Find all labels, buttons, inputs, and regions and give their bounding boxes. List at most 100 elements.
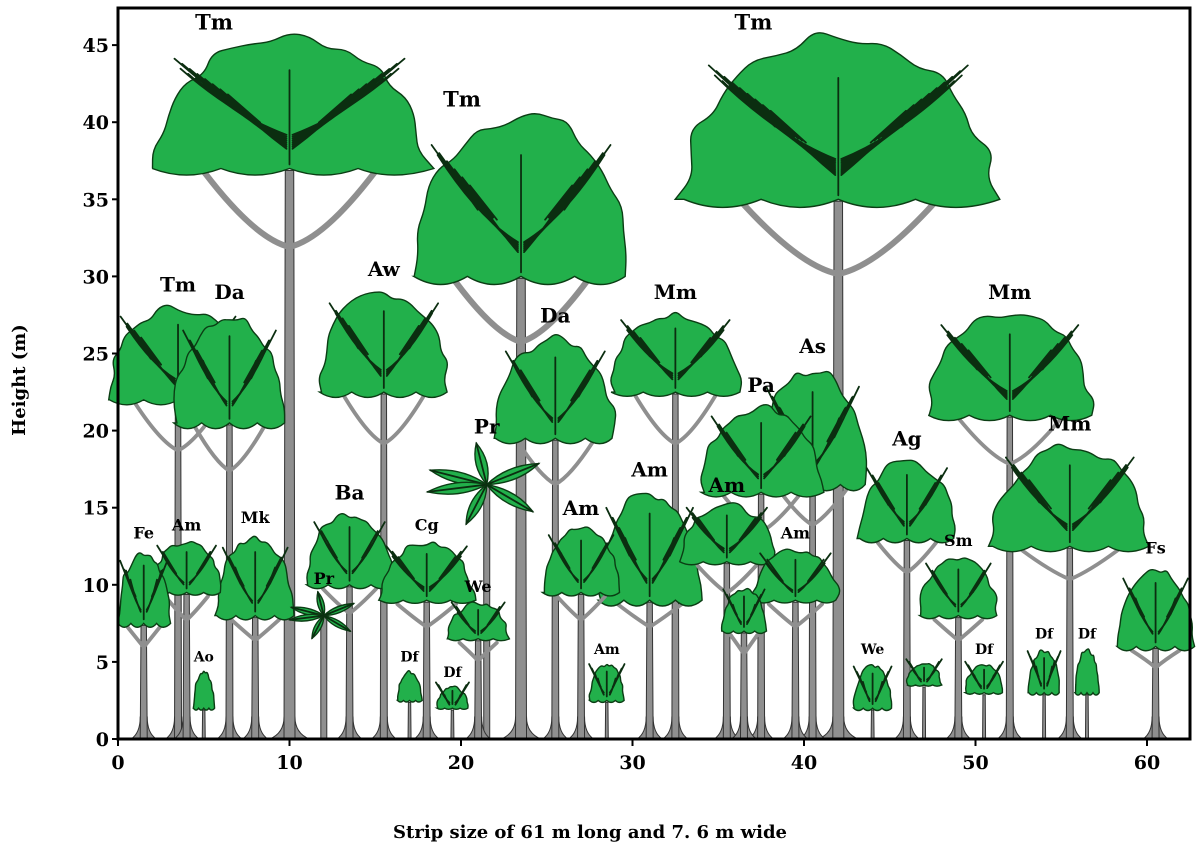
species-label: Mm — [988, 280, 1031, 304]
species-label: Ag — [891, 427, 922, 451]
branch — [958, 620, 982, 641]
crown — [414, 114, 626, 285]
branch — [557, 597, 581, 621]
branch — [344, 396, 384, 444]
species-label: Tm — [195, 9, 233, 34]
crown — [152, 34, 434, 175]
species-label: Sm — [944, 531, 973, 550]
y-tick-label: 25 — [83, 344, 109, 366]
branch — [384, 396, 424, 444]
y-axis-title: Height (m) — [9, 324, 30, 436]
x-tick-label: 40 — [791, 752, 817, 774]
trunk — [451, 710, 454, 739]
trunk — [923, 687, 926, 739]
trunk — [423, 602, 430, 739]
branch — [455, 280, 521, 342]
y-tick-label: 30 — [83, 266, 109, 288]
species-label: Fe — [133, 523, 154, 542]
species-label: Da — [214, 280, 244, 304]
x-tick-label: 0 — [111, 752, 124, 774]
species-label: Pr — [474, 415, 500, 439]
y-tick-label: 5 — [96, 652, 109, 674]
tree-df — [436, 682, 469, 739]
trunk — [1043, 695, 1046, 739]
species-label: Aw — [367, 257, 401, 281]
branch — [636, 396, 676, 444]
trunk — [1085, 695, 1088, 739]
tree-df — [1075, 649, 1099, 739]
species-label: Fs — [1145, 539, 1165, 558]
species-label: Am — [171, 516, 201, 535]
branch — [618, 604, 650, 627]
x-tick-label: 20 — [448, 752, 474, 774]
y-tick-label: 45 — [83, 35, 109, 57]
tree-pr — [290, 592, 353, 739]
species-label: Pa — [747, 373, 775, 397]
y-tick-label: 10 — [83, 575, 109, 597]
trees-layer — [109, 33, 1195, 739]
species-label: Am — [630, 458, 668, 482]
branch — [290, 172, 375, 246]
species-label: Pr — [314, 569, 335, 588]
branch — [795, 604, 822, 627]
branch — [907, 543, 936, 573]
tree-df — [1028, 650, 1061, 739]
species-label: Df — [975, 642, 994, 658]
branch — [231, 620, 255, 641]
tree-am — [589, 664, 624, 739]
branch — [195, 427, 230, 471]
crown — [928, 315, 1093, 421]
branch — [135, 404, 178, 451]
frond-midrib — [487, 464, 539, 485]
branch — [727, 566, 756, 593]
species-label: Df — [443, 665, 462, 681]
species-label: Tm — [734, 9, 772, 34]
species-label: Mk — [241, 508, 271, 527]
tree-fs — [1117, 570, 1195, 739]
species-label: Am — [562, 496, 600, 520]
trunk — [252, 618, 259, 739]
species-label: Df — [1078, 627, 1097, 643]
trunk — [605, 702, 608, 739]
branch — [1070, 550, 1118, 579]
branch — [255, 620, 279, 641]
branch — [675, 396, 715, 444]
species-label: Am — [707, 473, 745, 497]
species-label: We — [464, 577, 492, 596]
branch — [769, 604, 796, 627]
trunk — [1152, 648, 1159, 739]
species-label: Mm — [1048, 411, 1091, 435]
tree-df — [398, 671, 423, 739]
species-label: As — [798, 334, 826, 358]
y-tick-label: 20 — [83, 421, 109, 443]
species-label: Ao — [193, 650, 214, 666]
tree-df — [965, 662, 1003, 739]
species-label: We — [860, 642, 885, 658]
trunk — [955, 618, 962, 739]
trunk — [646, 602, 653, 739]
species-label: Tm — [443, 87, 481, 112]
species-label: Cg — [415, 516, 439, 535]
branch — [743, 203, 839, 274]
branch — [838, 203, 934, 274]
crown — [193, 671, 214, 710]
y-tick-label: 40 — [83, 112, 109, 134]
x-tick-label: 60 — [1134, 752, 1160, 774]
trunk — [983, 695, 986, 739]
tree-ao — [193, 671, 214, 739]
x-axis-title: Strip size of 61 m long and 7. 6 m wide — [393, 822, 787, 843]
species-label: Am — [593, 642, 620, 658]
branch — [878, 543, 907, 573]
branch — [350, 589, 377, 614]
branch — [959, 419, 1010, 464]
x-tick-label: 10 — [276, 752, 302, 774]
frond-midrib — [324, 616, 350, 631]
branch — [1156, 650, 1180, 667]
trunk — [202, 710, 205, 739]
trunk — [871, 710, 874, 739]
branch — [934, 620, 958, 641]
branch — [1132, 650, 1156, 667]
trunk — [284, 170, 295, 739]
y-tick-label: 0 — [96, 729, 109, 751]
